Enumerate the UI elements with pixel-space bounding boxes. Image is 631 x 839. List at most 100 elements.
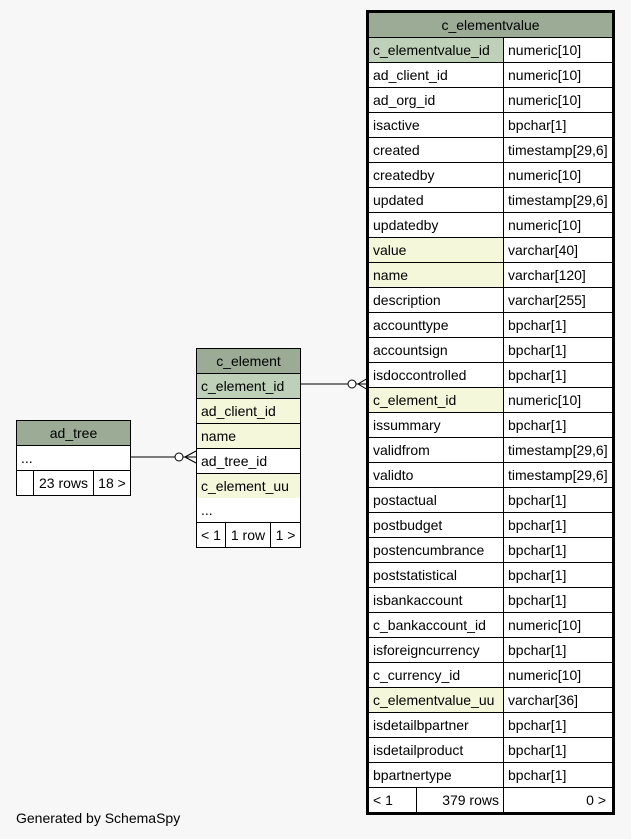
table-footer: < 1 379 rows 0 > [369,787,612,812]
column-type: timestamp[29,6] [508,467,608,483]
column-name[interactable]: bpartnertype [369,763,504,787]
column-name[interactable]: issummary [369,413,504,437]
column-name[interactable]: createdby [369,163,504,187]
column-name[interactable]: isbankaccount [369,588,504,612]
prev-link[interactable]: < 1 [369,788,417,812]
column-row[interactable]: c_element_uu [197,474,300,498]
table-header[interactable]: ad_tree [17,421,130,446]
column-name[interactable]: accountsign [369,338,504,362]
column-name[interactable]: isdoccontrolled [369,363,504,387]
column-type: timestamp[29,6] [508,142,608,158]
column-name[interactable]: created [369,138,504,162]
table-header[interactable]: c_elementvalue [369,13,612,38]
column-type: varchar[40] [508,242,579,258]
column-type: numeric[10] [508,42,582,58]
column-name[interactable]: poststatistical [369,563,504,587]
next-link[interactable]: 0 > [586,792,606,808]
column-name[interactable]: accounttype [369,313,504,337]
row-count: 1 row [226,523,271,547]
column-name[interactable]: validto [369,463,504,487]
column-name[interactable]: isactive [369,113,504,137]
column-type: numeric[10] [508,617,582,633]
column-name[interactable]: description [369,288,504,312]
column-type: bpchar[1] [508,417,567,433]
column-name[interactable]: ad_client_id [197,399,300,423]
column-row[interactable]: name [197,424,300,449]
column-type: bpchar[1] [508,717,567,733]
column-name[interactable]: c_element_id [197,374,300,398]
column-row[interactable]: ad_tree_id [197,449,300,474]
column-type: numeric[10] [508,167,582,183]
column-name[interactable]: postbudget [369,513,504,537]
column-name[interactable]: postactual [369,488,504,512]
column-name[interactable]: isdetailproduct [369,738,504,762]
column-name[interactable]: isdetailbpartner [369,713,504,737]
column-name[interactable]: ad_client_id [369,63,504,87]
next-link[interactable]: 18 > [98,475,126,491]
column-row[interactable]: ad_client_id [197,399,300,424]
column-name[interactable]: c_elementvalue_id [369,38,504,62]
column-name[interactable]: ad_org_id [369,88,504,112]
relationship-tree-to-element [131,450,197,464]
column-type: bpchar[1] [508,767,567,783]
column-name[interactable]: isforeigncurrency [369,638,504,662]
column-name[interactable]: updated [369,188,504,212]
column-name[interactable]: c_bankaccount_id [369,613,504,637]
column-name[interactable]: value [369,238,504,262]
prev-link[interactable]: < 1 [197,523,226,547]
next-link[interactable]: 1 > [275,527,296,543]
row-count: 379 rows [417,788,504,812]
table-header[interactable]: c_element [197,349,300,374]
table-footer: 23 rows 18 > [17,471,130,495]
column-name[interactable]: validfrom [369,438,504,462]
column-name[interactable]: name [369,263,504,287]
column-type: bpchar[1] [508,742,567,758]
column-row[interactable]: c_element_id [197,374,300,399]
column-type: bpchar[1] [508,567,567,583]
column-name[interactable]: name [197,424,300,448]
column-type: bpchar[1] [508,367,567,383]
row-count: 23 rows [34,471,94,495]
column-name[interactable]: c_elementvalue_uu [369,688,504,712]
column-name[interactable]: c_element_uu [197,474,300,498]
column-name[interactable]: postencumbrance [369,538,504,562]
column-name[interactable]: c_element_id [369,388,504,412]
prev-link[interactable] [17,471,34,495]
table-ad-tree[interactable]: ad_tree ... 23 rows 18 > [16,420,131,496]
column-name[interactable]: ad_tree_id [201,453,268,469]
column-name[interactable]: updatedby [369,213,504,237]
column-name[interactable]: c_currency_id [369,663,504,687]
